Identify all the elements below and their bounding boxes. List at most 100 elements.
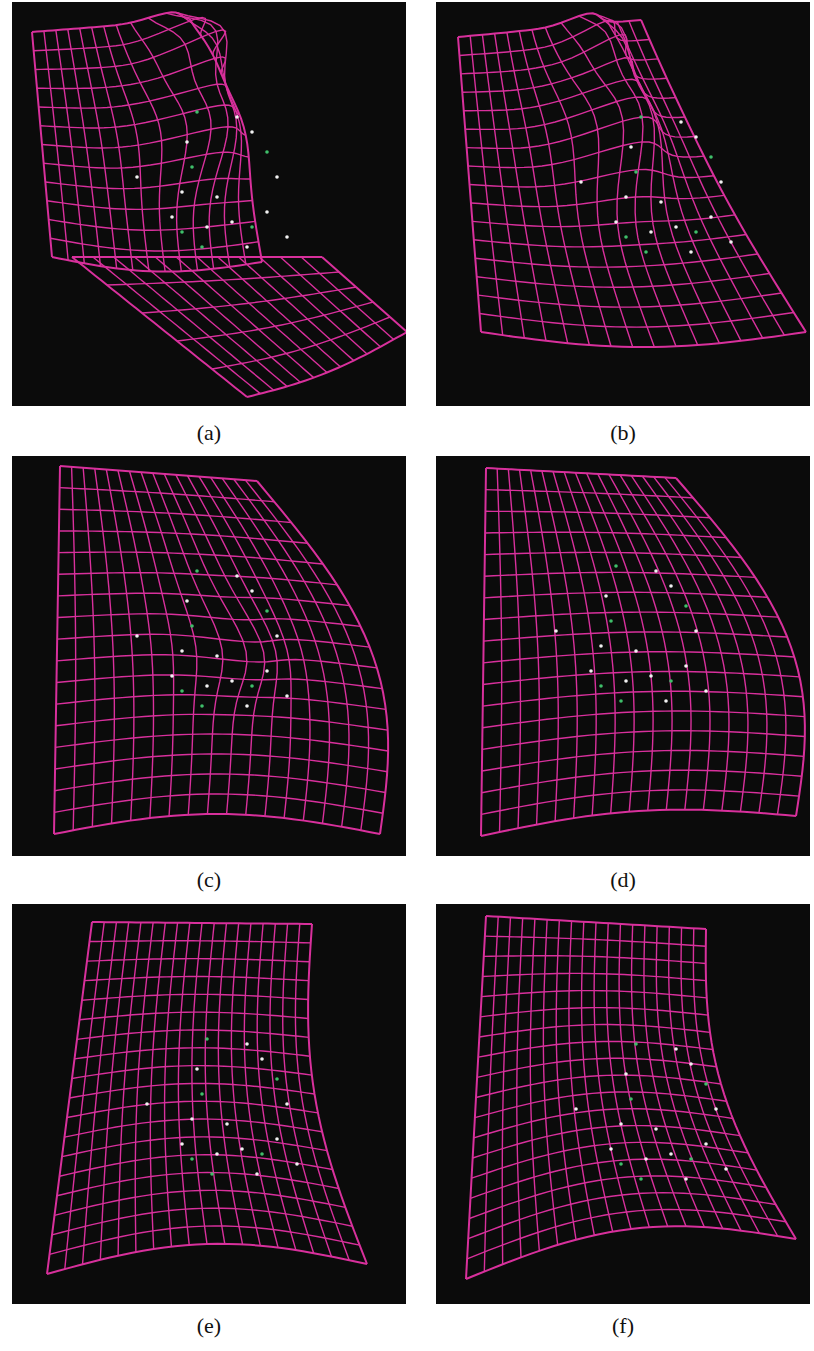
mesh-line [50, 238, 258, 251]
mesh-line [37, 57, 225, 89]
mesh-line [473, 1126, 740, 1158]
marker-dot [614, 220, 618, 224]
mesh-line [464, 79, 676, 110]
mesh-line [474, 234, 746, 246]
mesh-line [35, 30, 225, 70]
panel-background [436, 904, 810, 1304]
mesh-line [104, 26, 149, 271]
mesh-line [135, 257, 288, 386]
marker-dot [709, 215, 713, 219]
marker-dot [225, 1122, 229, 1126]
marker-dot [275, 1137, 279, 1141]
panel-label: (e) [194, 1313, 224, 1339]
mesh-line [676, 478, 805, 816]
mesh-line [59, 509, 291, 522]
marker-dot [609, 1147, 613, 1151]
panel-label: (c) [194, 867, 224, 893]
mesh-line [114, 257, 274, 390]
marker-dot [614, 564, 618, 568]
mesh-line [542, 471, 577, 818]
mesh-line [42, 127, 246, 148]
mesh-line [484, 632, 788, 641]
mesh-line [477, 273, 770, 287]
mesh-line [141, 472, 197, 815]
mesh-clip [47, 922, 367, 1274]
marker-dot [704, 689, 708, 693]
mesh-line [245, 480, 368, 830]
marker-dot [684, 1177, 688, 1181]
mesh-line [485, 552, 741, 557]
marker-dot [659, 200, 663, 204]
mesh-line [107, 272, 339, 285]
marker-dot [200, 704, 204, 708]
mesh-line [187, 476, 277, 816]
marker-dot [704, 1142, 708, 1146]
marker-dot [215, 1152, 219, 1156]
marker-dot [689, 1062, 693, 1066]
marker-dot [554, 629, 558, 633]
mesh-line [629, 21, 784, 335]
marker-dot [195, 569, 199, 573]
marker-dot [265, 669, 269, 673]
marker-dot [255, 1172, 259, 1176]
mesh-line [486, 468, 676, 478]
marker-dot [180, 190, 184, 194]
marker-dot [190, 1117, 194, 1121]
mesh-line [485, 936, 706, 946]
marker-dot [275, 1077, 279, 1081]
marker-dot [250, 225, 254, 229]
mesh-line [75, 1048, 310, 1059]
marker-dot [694, 230, 698, 234]
marker-dot [604, 594, 608, 598]
marker-dot [260, 1057, 264, 1061]
mesh-line [470, 170, 714, 187]
marker-dot [240, 1147, 244, 1151]
mesh-line [600, 17, 719, 343]
mesh-line [484, 956, 706, 964]
marker-dot [135, 175, 139, 179]
marker-dot [285, 694, 289, 698]
mesh-line [467, 117, 695, 148]
marker-dot [200, 1092, 204, 1096]
mesh-line [83, 468, 95, 827]
mesh-line [665, 477, 786, 814]
marker-dot [295, 1162, 299, 1166]
mesh-line [483, 973, 706, 980]
mesh-line [142, 287, 356, 313]
mesh-line [45, 178, 250, 188]
mesh-line [58, 593, 350, 605]
mesh-line [301, 257, 394, 339]
marker-dot [245, 704, 249, 708]
marker-dot [644, 1157, 648, 1161]
marker-dot [195, 110, 199, 114]
mesh-line [484, 592, 767, 598]
marker-dot [619, 699, 623, 703]
mesh-line [459, 20, 649, 55]
mesh-line [322, 257, 406, 332]
marker-dot [180, 230, 184, 234]
marker-dot [714, 1107, 718, 1111]
mesh-clip [466, 916, 796, 1279]
mesh-line [77, 1030, 309, 1039]
marker-dot [634, 1042, 638, 1046]
mesh-line [49, 220, 256, 231]
marker-dot [275, 175, 279, 179]
mesh-line [482, 711, 804, 728]
mesh-line [598, 474, 672, 810]
mesh-line [80, 1012, 309, 1020]
mesh-line [477, 1058, 716, 1077]
marker-dot [230, 679, 234, 683]
marker-dot [185, 140, 189, 144]
marker-dot [250, 130, 254, 134]
marker-dot [684, 604, 688, 608]
mesh-line [564, 472, 615, 813]
mesh-line [260, 257, 368, 354]
panel-background [12, 904, 406, 1304]
mesh-line [62, 1137, 327, 1157]
mesh-line [34, 17, 206, 50]
marker-dot [729, 240, 733, 244]
mesh-line [155, 257, 300, 382]
marker-dot [195, 1067, 199, 1071]
mesh-line [54, 794, 383, 813]
mesh-line [587, 473, 654, 810]
